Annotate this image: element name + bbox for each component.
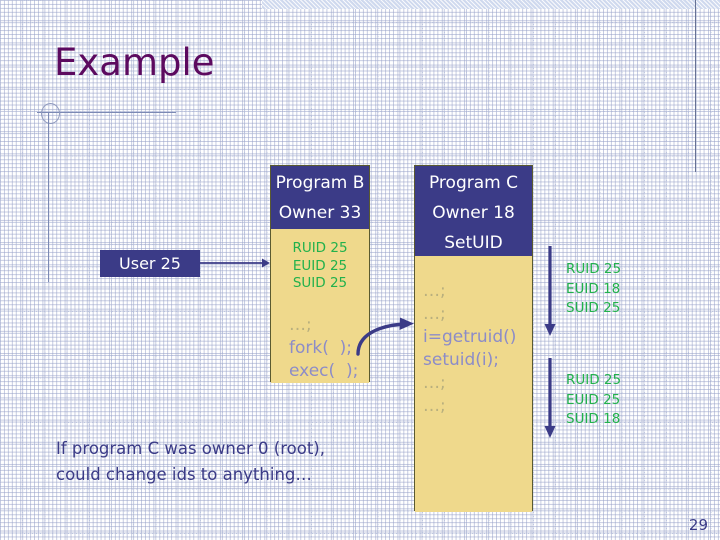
state-after-setuid-suid: SUID 18 (566, 411, 621, 427)
program-b-ruid: RUID 25 (292, 240, 348, 256)
program-c-header: Program C Owner 18 SetUID (415, 166, 532, 256)
program-b-title: Program B (275, 173, 365, 193)
state-after-exec-euid: EUID 18 (566, 280, 621, 297)
program-b-code-0: …; (289, 314, 312, 335)
decorative-horizontal-rule (37, 112, 176, 113)
top-decorative-band (262, 0, 720, 9)
program-c-body: …; …; i=getruid() setuid(i); …; …; (415, 256, 532, 512)
program-b-header: Program B Owner 33 (271, 166, 369, 229)
arrow-user-to-program-b (200, 258, 270, 268)
program-c-box: Program C Owner 18 SetUID …; …; i=getrui… (414, 165, 533, 512)
program-b-code-2: exec( ); (289, 360, 359, 381)
state-after-setuid-ids: RUID 25 EUID 25 SUID 18 (566, 371, 621, 430)
program-c-code-2: i=getruid() (423, 327, 517, 347)
bottom-note-line-1: If program C was owner 0 (root), (56, 439, 325, 458)
bottom-note: If program C was owner 0 (root), could c… (56, 436, 436, 488)
program-b-box: Program B Owner 33 RUID 25 EUID 25 SUID … (270, 165, 370, 383)
program-b-owner: Owner 33 (278, 203, 362, 223)
state-after-setuid-ruid: RUID 25 (566, 372, 622, 388)
program-c-owner: Owner 18 (432, 203, 515, 223)
state-after-exec-ruid: RUID 25 (566, 261, 622, 277)
arrow-fork-exec-to-program-c (352, 310, 418, 358)
user-box-label: User 25 (119, 254, 181, 273)
page-number: 29 (688, 516, 708, 534)
program-c-code-5: …; (423, 396, 446, 416)
program-c-code-0: …; (423, 281, 446, 301)
decorative-vertical-rule-left (48, 112, 49, 282)
program-c-code-1: …; (423, 304, 446, 324)
program-c-code-4: …; (423, 373, 446, 393)
page-title: Example (54, 41, 215, 84)
decorative-vertical-rule-right (695, 0, 696, 172)
program-c-code-3: setuid(i); (423, 350, 499, 370)
arrow-state-after-exec (543, 246, 557, 336)
program-c-title: Program C (428, 173, 518, 193)
program-b-suid: SUID 25 (292, 275, 348, 291)
program-b-code-1: fork( ); (289, 337, 353, 358)
state-after-setuid-euid: EUID 25 (566, 391, 621, 408)
user-box: User 25 (100, 250, 200, 277)
bottom-note-line-2: could change ids to anything… (56, 465, 312, 484)
state-after-exec-ids: RUID 25 EUID 18 SUID 25 (566, 260, 621, 319)
arrow-state-after-setuid (543, 358, 557, 438)
state-after-exec-suid: SUID 25 (566, 300, 621, 316)
program-b-euid: EUID 25 (292, 257, 348, 274)
program-c-setuid-flag: SetUID (444, 233, 503, 253)
program-b-body: RUID 25 EUID 25 SUID 25 …; fork( ); exec… (271, 229, 369, 383)
decorative-circle-icon (41, 103, 60, 124)
